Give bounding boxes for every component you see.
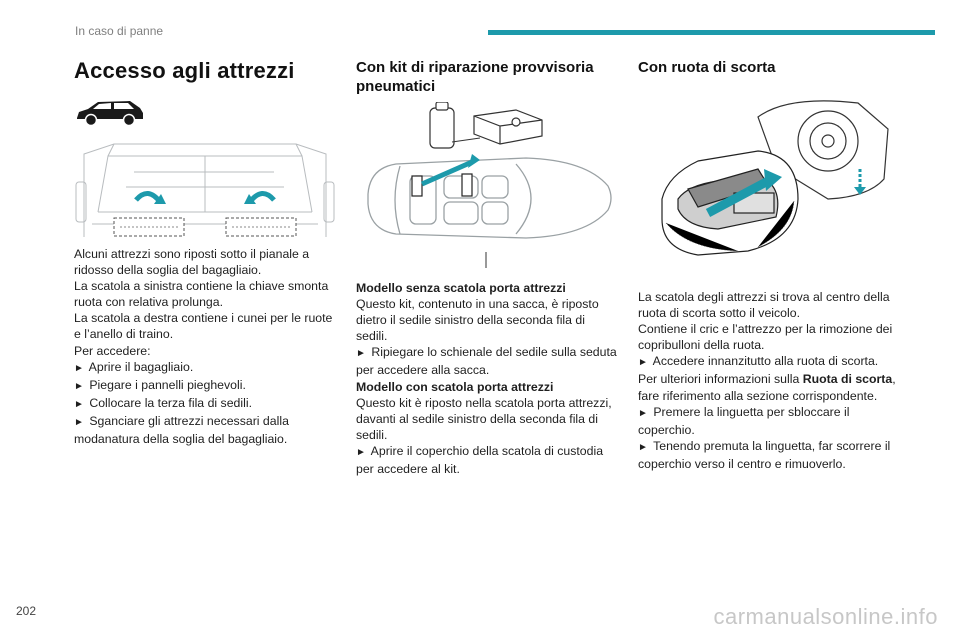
text-line: La scatola a destra contiene i cunei per… [74,311,333,326]
column-tool-access: Accesso agli attrezzi [74,58,336,447]
step-text: Sganciare gli attrezzi necessari dalla [89,413,289,428]
section-title-spare-wheel: Con ruota di scorta [638,59,776,76]
text-line: Per accedere: [74,343,151,358]
step-item: ► Collocare la terza fila di sedili. [74,395,336,413]
step-item: ► Premere la linguetta per sbloccare il [638,404,900,422]
trunk-tools-illustration [74,142,336,240]
text-line: Questo kit, contenuto in una sacca, è ri… [356,297,599,312]
text-line: e l’anello di traino. [74,327,174,342]
text-line: fare riferimento alla sezione corrispond… [638,388,878,403]
step-text: Collocare la terza fila di sedili. [89,395,252,410]
step-text: Aprire il coperchio della scatola di cus… [370,443,604,458]
column-spare-wheel: Con ruota di scorta [638,58,900,472]
text-line: per accedere al kit. [356,462,460,477]
spare-wheel-text: La scatola degli attrezzi si trova al ce… [638,289,900,472]
text-line: Alcuni attrezzi sono riposti sotto il pi… [74,247,310,261]
bullet-arrow-icon: ► [356,348,366,360]
bullet-arrow-icon: ► [74,416,84,428]
bullet-arrow-icon: ► [638,441,648,453]
text-line: coperchio. [638,422,695,437]
text-line: La scatola degli attrezzi si trova al ce… [638,290,890,304]
section-header: In caso di panne [75,24,164,38]
step-item: ► Accedere innanzitutto alla ruota di sc… [638,353,900,371]
step-text: Ripiegare lo schienale del sedile sulla … [371,345,617,360]
text-line-with-ref: Per ulteriori informazioni sulla Ruota d… [638,371,900,387]
site-watermark: carmanualsonline.info [713,604,938,629]
subheading: Modello senza scatola porta attrezzi [356,281,566,295]
text-line: ruota con relativa prolunga. [74,295,224,310]
section-title-repair-kit: Con kit di riparazione provvisoria pneum… [356,59,594,95]
text-line: per accedere alla sacca. [356,363,490,378]
step-text: Tenendo premuta la linguetta, far scorre… [653,438,891,453]
tool-access-text: Alcuni attrezzi sono riposti sotto il pi… [74,246,336,447]
step-text: Aprire il bagagliaio. [88,359,194,374]
text-line: La scatola a sinistra contiene la chiave… [74,279,329,294]
suv-side-icon [74,98,146,128]
subheading: Modello con scatola porta attrezzi [356,379,554,394]
text-fragment: , [892,372,896,387]
text-line: modanatura della soglia del bagagliaio. [74,432,288,447]
spare-wheel-illustration [648,89,900,271]
page-number: 202 [16,604,37,618]
text-fragment: Per ulteriori informazioni sulla [638,372,803,387]
text-line: ridosso della soglia del bagagliaio. [74,263,262,278]
repair-kit-text: Modello senza scatola porta attrezzi Que… [356,280,618,477]
text-line: Contiene il cric e l’attrezzo per la rim… [638,322,893,337]
text-line: dietro il sedile sinistro della seconda … [356,313,585,344]
step-item: ► Sganciare gli attrezzi necessari dalla [74,413,336,431]
step-item: ► Ripiegare lo schienale del sedile sull… [356,344,618,362]
column-repair-kit: Con kit di riparazione provvisoria pneum… [356,58,618,477]
step-item: ► Piegare i pannelli pieghevoli. [74,377,336,395]
header-accent-bar [488,30,935,35]
text-line: copribulloni della ruota. [638,338,765,353]
step-item: ► Aprire il coperchio della scatola di c… [356,443,618,461]
section-reference: Ruota di scorta [802,372,893,387]
step-text: Accedere innanzitutto alla ruota di scor… [652,354,879,369]
bullet-arrow-icon: ► [74,398,84,410]
text-line: davanti al sedile sinistro della seconda… [356,411,598,426]
step-text: Premere la linguetta per sbloccare il [653,404,850,419]
text-line: coperchio verso il centro e rimuoverlo. [638,456,846,471]
step-item: ► Aprire il bagagliaio. [74,359,336,377]
bullet-arrow-icon: ► [356,446,366,458]
text-line: ruota di scorta sotto il veicolo. [638,306,800,321]
page-title: Accesso agli attrezzi [74,58,295,83]
repair-kit-illustration [356,102,618,270]
step-item: ► Tenendo premuta la linguetta, far scor… [638,438,900,456]
bullet-arrow-icon: ► [638,407,648,419]
step-text: Piegare i pannelli pieghevoli. [89,377,246,392]
text-line: Questo kit è riposto nella scatola porta… [356,395,612,410]
bullet-arrow-icon: ► [638,357,648,369]
text-line: sedili. [356,427,388,442]
bullet-arrow-icon: ► [74,380,84,392]
bullet-arrow-icon: ► [74,362,84,374]
